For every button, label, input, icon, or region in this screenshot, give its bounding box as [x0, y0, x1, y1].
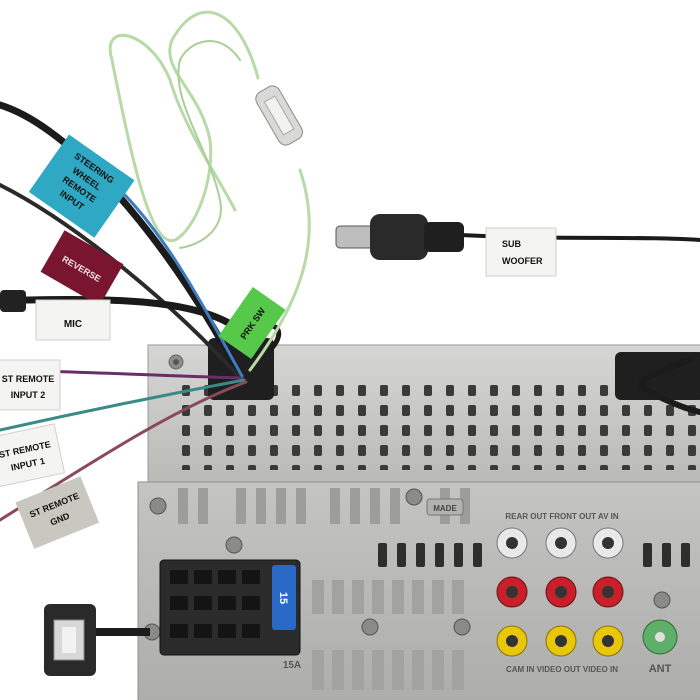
tag-sub-woofer: SUB WOOFER [485, 227, 557, 277]
antenna-jack [642, 619, 678, 655]
ant-text: ANT [649, 663, 672, 675]
tag-reverse: REVERSE [40, 230, 124, 306]
rca-red-jacks [496, 576, 624, 608]
wire-bundle [0, 10, 700, 522]
tag-st-remote-input-2: ST REMOTE INPUT 2 [0, 359, 61, 411]
inline-fuse-holder [255, 85, 303, 146]
svg-text:MIC: MIC [64, 319, 82, 330]
tag-prk-sw: PRK SW [218, 286, 286, 360]
sub-woofer-plug [335, 214, 464, 260]
svg-text:SUB: SUB [502, 239, 522, 249]
rca-footer-text: CAM IN VIDEO OUT VIDEO IN [506, 665, 618, 674]
tag-st-remote-gnd: ST REMOTE GND [15, 476, 100, 549]
svg-text:WOOFER: WOOFER [502, 256, 543, 266]
panel-badge-text: MADE [433, 504, 457, 513]
rca-header-text: REAR OUT FRONT OUT AV IN [505, 512, 619, 521]
svg-text:INPUT 2: INPUT 2 [11, 390, 46, 400]
tag-st-remote-input-1: ST REMOTE INPUT 1 [0, 423, 66, 488]
iso-connector: 15 [159, 559, 301, 656]
rca-white-jacks [496, 527, 624, 559]
rca-yellow-jacks [496, 625, 624, 657]
svg-text:ST REMOTE: ST REMOTE [2, 374, 55, 384]
usb-connector [44, 604, 150, 676]
fuse-rating-text: 15A [283, 660, 301, 671]
mic-plug [0, 290, 26, 312]
fuse [272, 565, 296, 630]
rca-jacks [496, 527, 678, 657]
fuse-value-text: 15 [277, 592, 289, 604]
chassis-top-panel [147, 338, 700, 486]
tag-mic: MIC [35, 299, 111, 341]
tag-steering-wheel-remote-input: STEERING WHEEL REMOTE INPUT [28, 134, 135, 238]
